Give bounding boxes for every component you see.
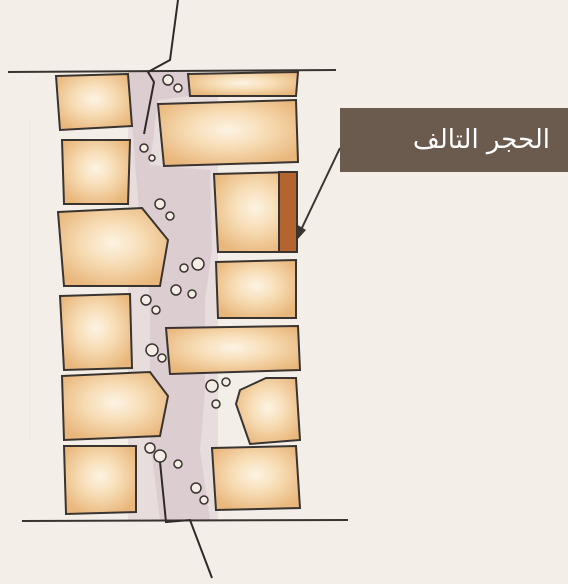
pebble bbox=[163, 75, 173, 85]
pebble bbox=[212, 400, 220, 408]
pebble bbox=[188, 290, 196, 298]
stone bbox=[212, 446, 300, 510]
damaged-stone bbox=[279, 172, 297, 252]
pebble bbox=[154, 450, 166, 462]
pebble bbox=[141, 295, 151, 305]
stone bbox=[58, 208, 168, 286]
pebble bbox=[222, 378, 230, 386]
pebble bbox=[158, 354, 166, 362]
pebble bbox=[174, 460, 182, 468]
pebble bbox=[152, 306, 160, 314]
pebble bbox=[180, 264, 188, 272]
pebble bbox=[166, 212, 174, 220]
pebble bbox=[206, 380, 218, 392]
pebble bbox=[192, 258, 204, 270]
pebble bbox=[149, 155, 155, 161]
pebble bbox=[140, 144, 148, 152]
callout-label: الحجر التالف bbox=[413, 125, 550, 155]
callout-pointer-line bbox=[300, 148, 340, 232]
pebble bbox=[191, 483, 201, 493]
stone bbox=[188, 72, 298, 96]
stone bbox=[64, 446, 136, 514]
damaged-stone-callout: الحجر التالف bbox=[340, 108, 568, 172]
stone bbox=[62, 140, 130, 204]
stone bbox=[158, 100, 298, 166]
pebble bbox=[145, 443, 155, 453]
callout-arrowhead-icon bbox=[296, 224, 306, 240]
pebble bbox=[155, 199, 165, 209]
pebble bbox=[171, 285, 181, 295]
stone bbox=[62, 372, 168, 440]
pebble bbox=[174, 84, 182, 92]
pebble bbox=[200, 496, 208, 504]
stone bbox=[166, 326, 300, 374]
pebble bbox=[146, 344, 158, 356]
stone bbox=[216, 260, 296, 318]
stone bbox=[236, 378, 300, 444]
stone bbox=[56, 74, 132, 130]
stone bbox=[60, 294, 132, 370]
